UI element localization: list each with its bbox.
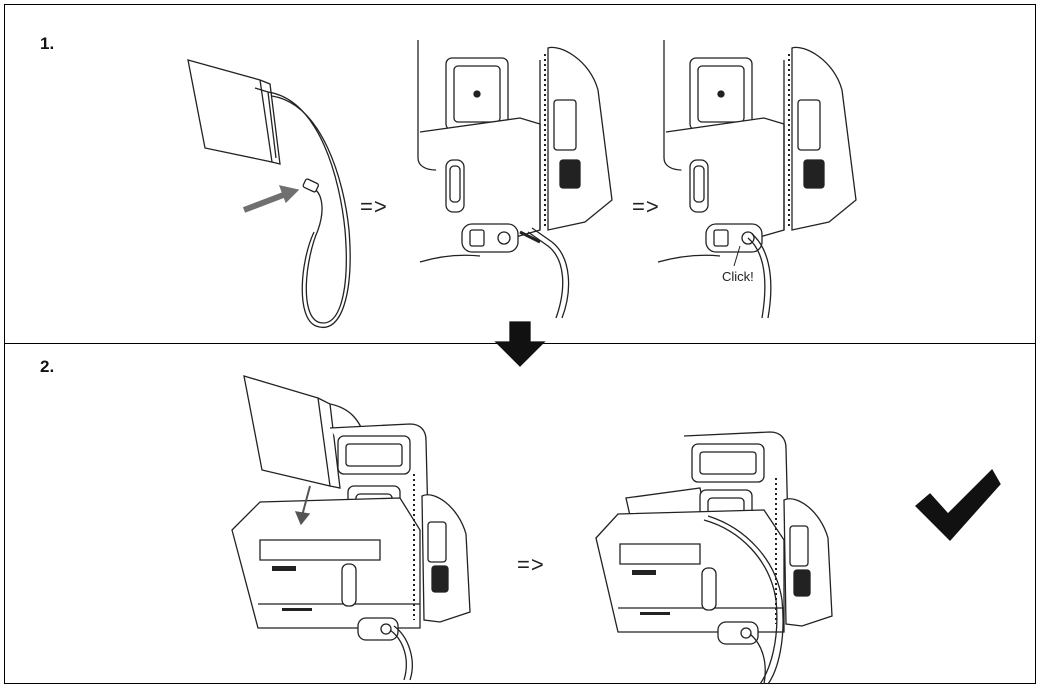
checkmark-icon — [915, 468, 1001, 541]
device-side-connected-illustration — [657, 40, 857, 319]
step-2-label: 2. — [40, 357, 55, 376]
click-callout: Click! — [722, 269, 754, 284]
next-step-arrow — [494, 321, 546, 367]
cuff-with-hose-illustration — [187, 59, 351, 329]
cuff-placement-illustration — [231, 375, 471, 681]
insert-direction-arrow — [242, 185, 300, 213]
instruction-frame — [4, 4, 1036, 684]
cuff-stored-illustration — [595, 431, 833, 685]
step-1-label: 1. — [40, 34, 55, 53]
then-arrow-2: => — [632, 194, 660, 219]
then-arrow-3: => — [517, 552, 545, 577]
then-arrow-1: => — [360, 194, 388, 219]
device-side-connecting-illustration — [417, 40, 613, 319]
